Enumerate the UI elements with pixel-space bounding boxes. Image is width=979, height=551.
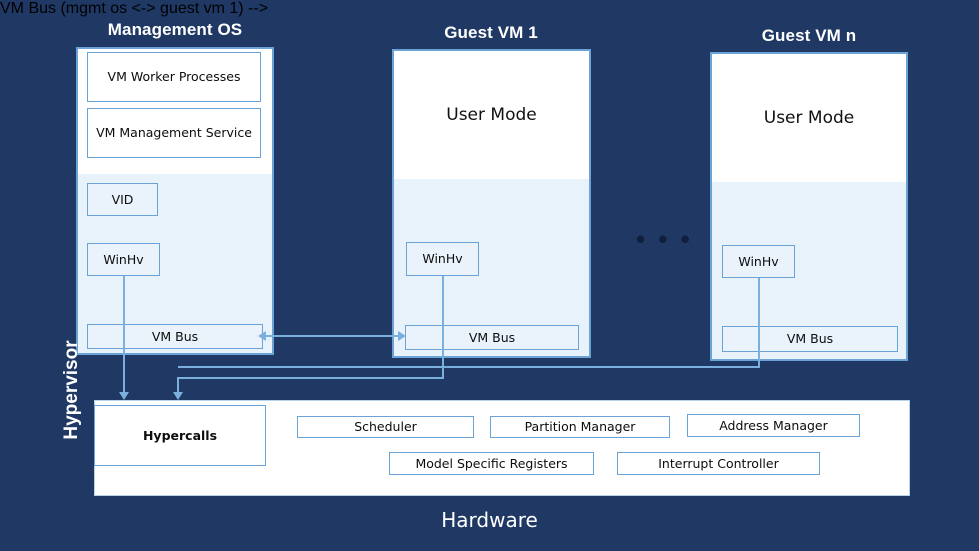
guest-vm-n-panel: User Mode [710,52,908,361]
guestn-winhv-left-line [178,366,760,368]
hardware-label: Hardware [441,508,538,532]
guest1-winhv-down-line [442,276,444,379]
interrupt-controller-box[interactable]: Interrupt Controller [617,452,820,475]
guest1-winhv-left-line [177,377,444,379]
guest-vm-1-user-mode-area: User Mode [394,51,589,179]
vmbus-link-line [266,335,404,337]
hypervisor-label: Hypervisor [61,340,82,440]
guest-vm-1-vmbus-box[interactable]: VM Bus [405,325,579,350]
vmbus-link-arrow-left [258,331,266,341]
guest-vm-1-user-mode-label: User Mode [446,105,537,125]
management-os-winhv-box[interactable]: WinHv [87,243,160,276]
guest-vm-1-title: Guest VM 1 [444,23,538,42]
ellipsis-between-guest-vms: • • • [636,224,693,254]
guestn-winhv-down-line [758,278,760,368]
guest1-winhv-to-hypercalls-line [177,377,179,394]
vmbus-link-arrow-right [398,331,406,341]
mgmt-winhv-to-hypercalls-line [123,276,125,394]
vid-box[interactable]: VID [87,183,158,216]
partition-manager-box[interactable]: Partition Manager [490,416,670,438]
mgmt-winhv-to-hypercalls-arrow [119,392,129,400]
guest-vm-n-user-mode-label: User Mode [763,108,855,128]
guest1-winhv-to-hypercalls-arrow [173,392,183,400]
guest-vm-1-panel: User Mode [392,49,591,358]
management-os-vmbus-box[interactable]: VM Bus [87,324,263,349]
vm-worker-processes-box[interactable]: VM Worker Processes [87,52,261,102]
guest-vm-n-vmbus-box[interactable]: VM Bus [722,326,898,352]
management-os-title: Management OS [107,20,243,39]
guest-vm-n-title: Guest VM n [761,26,857,45]
guest-vm-n-winhv-box[interactable]: WinHv [722,245,795,278]
guest-vm-1-winhv-box[interactable]: WinHv [406,242,479,276]
guest-vm-n-user-mode-area: User Mode [712,54,906,182]
scheduler-box[interactable]: Scheduler [297,416,474,438]
model-specific-registers-box[interactable]: Model Specific Registers [389,452,594,475]
address-manager-box[interactable]: Address Manager [687,414,860,437]
hypercalls-box[interactable]: Hypercalls [94,405,266,466]
vm-management-service-box[interactable]: VM Management Service [87,108,261,158]
